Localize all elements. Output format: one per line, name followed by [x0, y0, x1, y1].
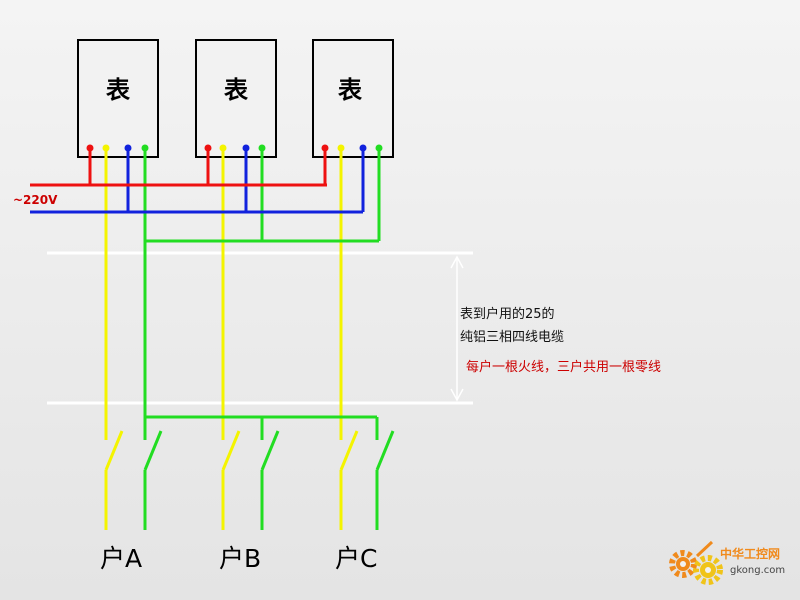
meter-box: [195, 39, 277, 158]
household-label-c: 户C: [335, 544, 377, 573]
red-supply-wires: [30, 148, 327, 187]
meter-2: 表: [195, 39, 277, 158]
switch-household-b: [221, 430, 280, 530]
cable-note-line-2: 纯铝三相四线电缆: [460, 329, 564, 345]
watermark-cn-text: 中华工控网: [720, 546, 780, 561]
meter-3: 表: [312, 39, 394, 158]
cable-note-line-1: 表到户用的25的: [460, 306, 555, 322]
green-neutral-wires: [143, 148, 381, 440]
gear-icon: [669, 540, 723, 585]
household-label-b: 户B: [219, 544, 261, 573]
yellow-live-wires: [104, 148, 343, 440]
meter-box: [312, 39, 394, 158]
watermark-en-text: gkong.com: [730, 565, 785, 576]
meter-label: 表: [106, 76, 131, 104]
meter-label: 表: [338, 76, 363, 104]
cable-note-line-3: 每户一根火线，三户共用一根零线: [466, 359, 661, 375]
watermark-logo: 中华工控网 gkong.com: [669, 540, 785, 585]
switch-household-c: [339, 430, 395, 530]
supply-voltage-label: ~220V: [13, 193, 58, 207]
household-label-a: 户A: [100, 544, 142, 573]
meter-terminals: [86, 144, 383, 152]
switch-household-a: [104, 430, 163, 530]
meter-1: 表: [77, 39, 159, 158]
blue-supply-wires: [30, 148, 365, 214]
meter-box: [77, 39, 159, 158]
meter-label: 表: [224, 76, 249, 104]
cable-span-arrow: [450, 255, 464, 402]
